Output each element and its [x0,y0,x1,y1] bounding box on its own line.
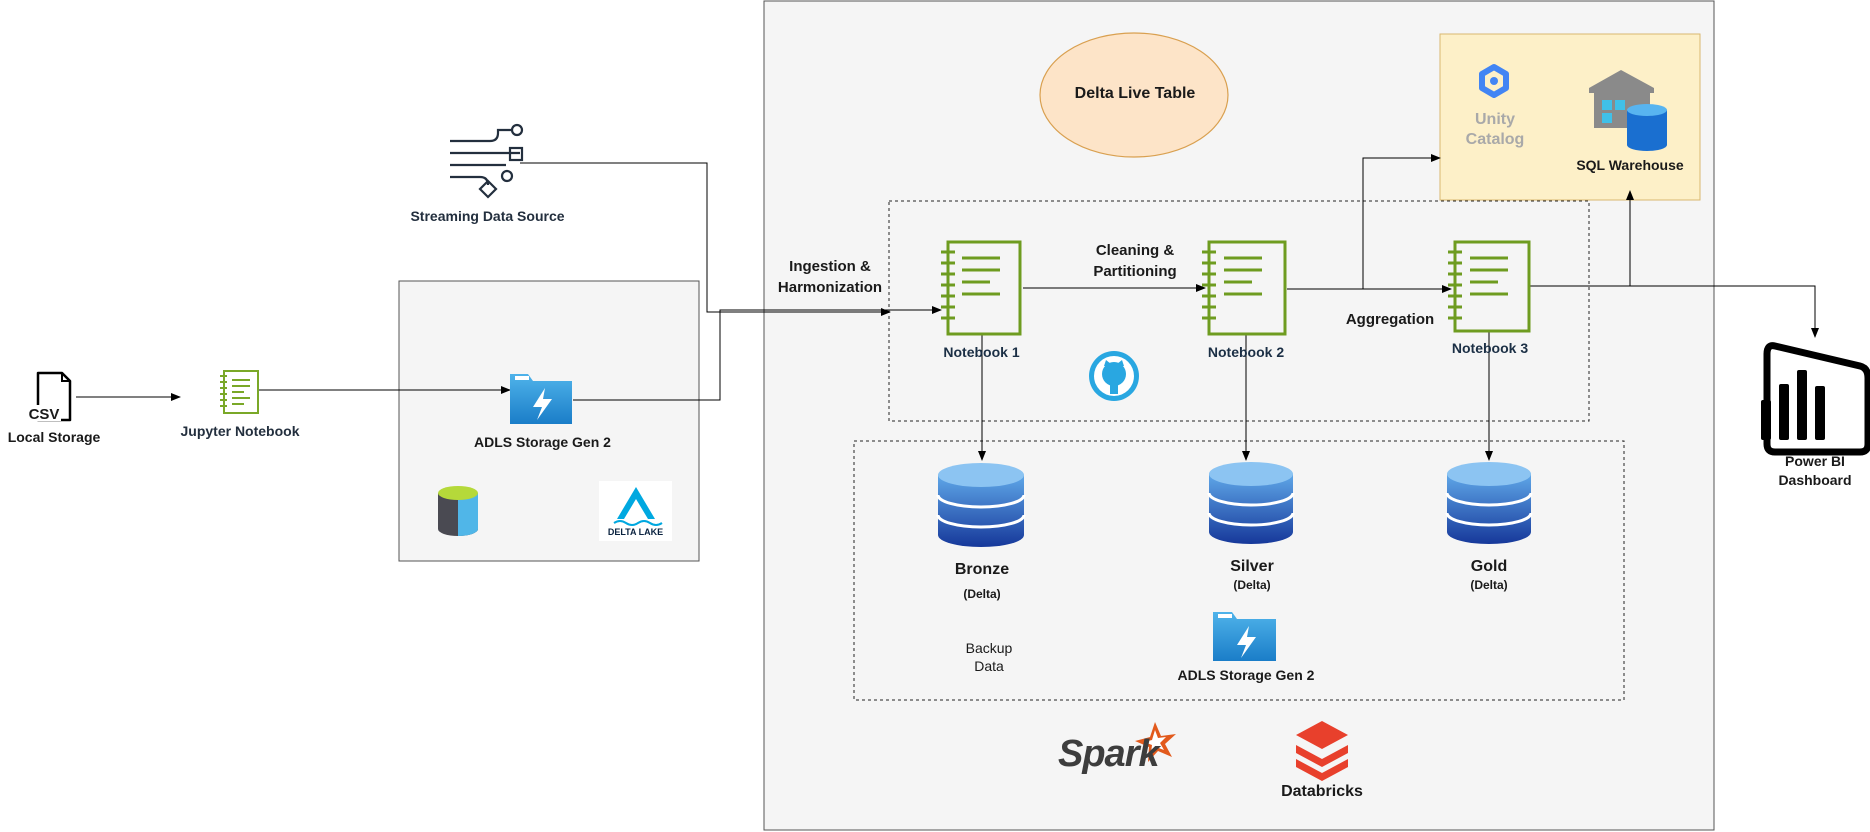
unity-catalog-icon [1479,64,1509,98]
databricks-label: Databricks [1281,783,1363,800]
streaming-source-label: Streaming Data Source [410,208,565,224]
adls-storage-label: ADLS Storage Gen 2 [474,434,611,450]
adls-backup-label: ADLS Storage Gen 2 [1177,667,1315,683]
spark-logo-text: Spark [1058,733,1160,775]
azure-sql-db-icon [438,486,478,536]
cleaning-label: Cleaning & Partitioning [1093,242,1177,280]
bronze-db-icon [936,463,1026,547]
jupyter-notebook-label: Jupyter Notebook [180,423,300,439]
notebook-1-icon [941,240,1022,336]
silver-db-icon [1207,462,1295,544]
delta-lake-logo-text: DELTA LAKE [607,527,664,537]
powerbi-label: Power BI Dashboard [1778,453,1852,488]
notebook-1-label: Notebook 1 [943,344,1020,360]
aggregation-label: Aggregation [1345,311,1435,328]
notebook-2-icon [1202,240,1287,336]
adls-backup-folder-icon [1213,612,1276,661]
gold-delta-suffix: (Delta) [1470,578,1508,592]
unity-catalog-label: Unity Catalog [1465,111,1525,148]
delta-lake-logo [599,481,672,541]
notebook-3-label: Notebook 3 [1451,340,1529,356]
bronze-label: Bronze [954,561,1010,578]
gold-label: Gold [1470,558,1508,575]
local-storage-label: Local Storage [7,429,101,445]
ingestion-label: Ingestion & Harmonization [777,258,883,296]
gold-db-icon [1445,462,1533,544]
backup-data-label: Backup Data [965,640,1013,674]
spark-logo-icon [1135,722,1176,762]
notebook-2-label: Notebook 2 [1207,344,1285,360]
connectors [76,154,1819,461]
csv-badge: CSV [28,406,60,423]
github-icon [1089,351,1139,401]
notebook-3-icon [1448,240,1531,333]
sql-warehouse-label: SQL Warehouse [1576,157,1684,173]
delta-live-table-ellipse [1039,32,1229,158]
powerbi-icon [1761,342,1870,456]
layers-dashed-group [853,440,1625,701]
databricks-icon [1296,721,1348,781]
silver-label: Silver [1230,558,1274,575]
adls-folder-icon [510,374,572,424]
csv-file-icon [27,371,72,422]
jupyter-notebook-icon [220,370,259,414]
delta-live-table-title: Delta Live Table [1074,85,1196,102]
bronze-delta-suffix: (Delta) [963,587,1001,601]
streaming-source-icon [450,123,524,199]
sql-warehouse-icon [1589,70,1667,151]
silver-delta-suffix: (Delta) [1233,578,1271,592]
